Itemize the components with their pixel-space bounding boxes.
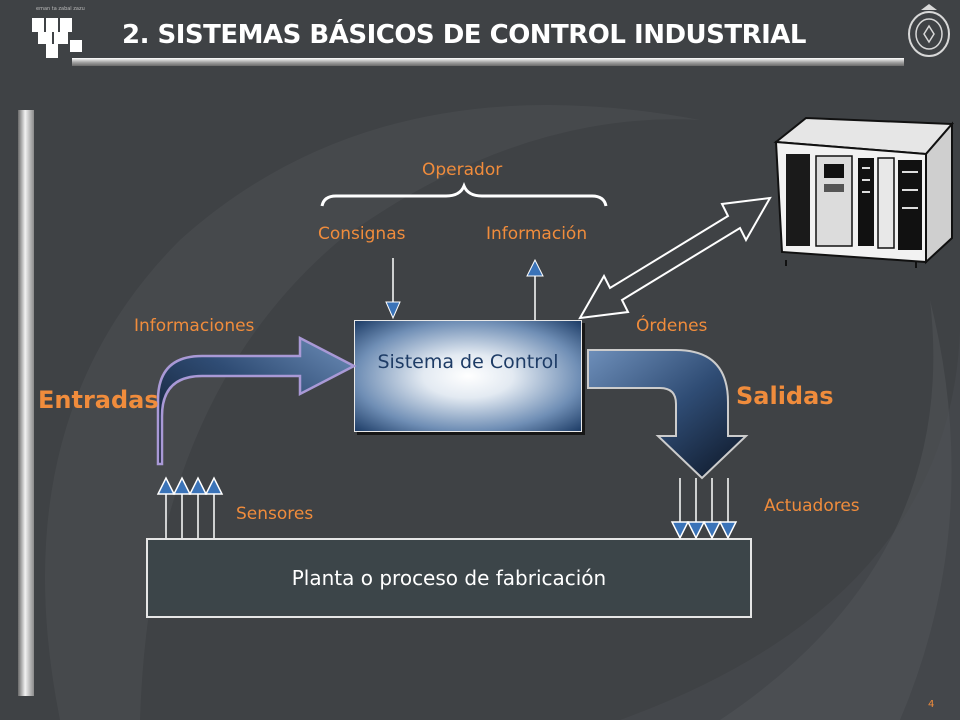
sensors-label: Sensores xyxy=(236,504,314,524)
information-label: Información xyxy=(486,224,588,244)
left-decorative-bar xyxy=(18,110,34,696)
setpoints-label: Consignas xyxy=(318,224,406,244)
outputs-label: Salidas xyxy=(736,382,834,410)
orders-label: Órdenes xyxy=(636,316,708,336)
informations-label: Informaciones xyxy=(134,316,255,336)
control-system-box: Sistema de Control xyxy=(354,320,582,432)
operator-label: Operador xyxy=(422,160,503,180)
actuators-label: Actuadores xyxy=(764,496,860,516)
university-seal-icon xyxy=(908,4,950,57)
plc-device-icon xyxy=(773,116,955,268)
plant-process-label: Planta o proceso de fabricación xyxy=(291,566,607,590)
plant-process-box: Planta o proceso de fabricación xyxy=(146,538,752,618)
inputs-label: Entradas xyxy=(38,386,159,414)
university-logo xyxy=(32,18,82,58)
title-underline-bar xyxy=(72,58,904,66)
control-system-label: Sistema de Control xyxy=(377,351,559,373)
page-title: 2. SISTEMAS BÁSICOS DE CONTROL INDUSTRIA… xyxy=(122,20,807,50)
page-number: 4 xyxy=(928,699,935,710)
logo-text: eman ta zabal zazu xyxy=(36,6,85,12)
